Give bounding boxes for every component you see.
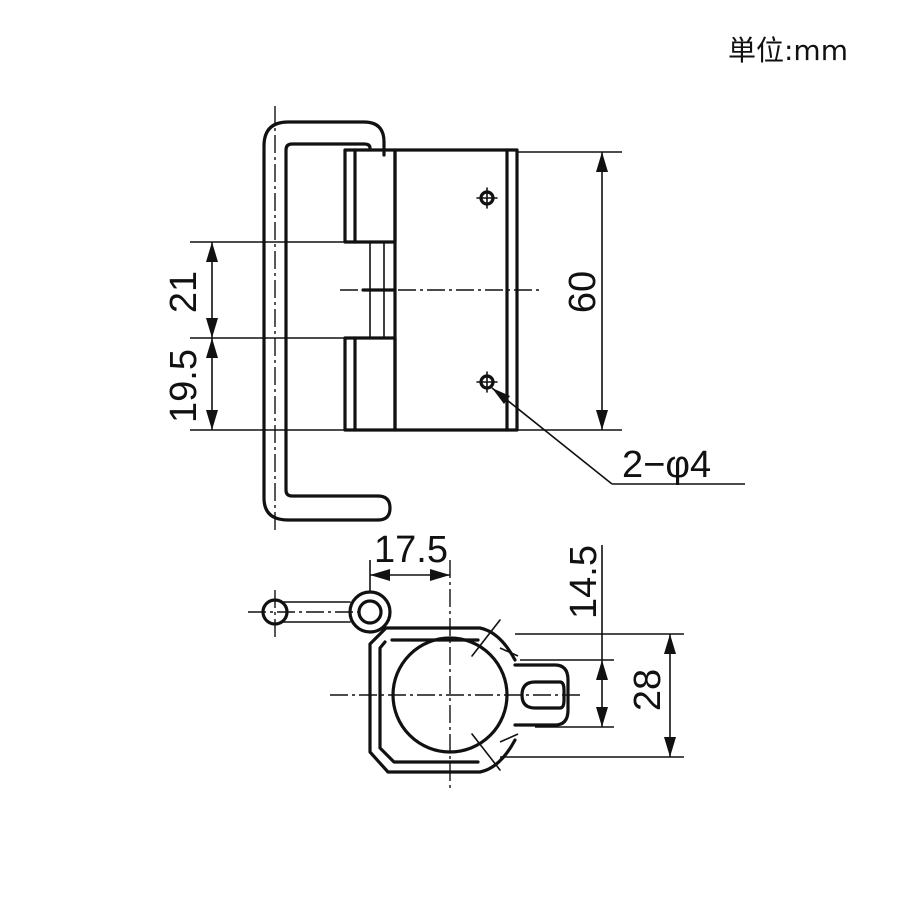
dimension-28: 28	[627, 634, 676, 757]
dimension-19-5-label: 19.5	[163, 349, 205, 423]
dimension-60: 60	[562, 152, 608, 430]
dimension-19-5: 19.5	[163, 338, 218, 430]
unit-label: 単位:mm	[728, 34, 848, 67]
mounting-hole-bottom	[476, 371, 498, 393]
top-view: 17.5 14.5 28	[248, 529, 684, 790]
dimension-28-label: 28	[627, 669, 669, 711]
dimension-60-label: 60	[562, 271, 604, 313]
wire-loop	[262, 120, 392, 522]
hinge-pin	[282, 590, 392, 634]
dimension-14-5-label: 14.5	[563, 545, 605, 619]
dimension-14-5: 14.5	[563, 545, 608, 727]
dimension-21-label: 21	[163, 271, 205, 313]
front-view: 21 19.5 60 2−φ4	[163, 106, 745, 530]
hole-callout: 2−φ4	[491, 387, 745, 486]
hole-callout-label: 2−φ4	[622, 444, 711, 486]
hinge-leaf	[340, 148, 540, 432]
mounting-hole-top	[476, 187, 498, 209]
dimension-17-5: 17.5	[370, 529, 450, 581]
bracket-body	[368, 619, 519, 774]
dimension-21: 21	[163, 242, 218, 338]
dimension-17-5-label: 17.5	[374, 529, 448, 571]
wire-end	[248, 590, 360, 640]
